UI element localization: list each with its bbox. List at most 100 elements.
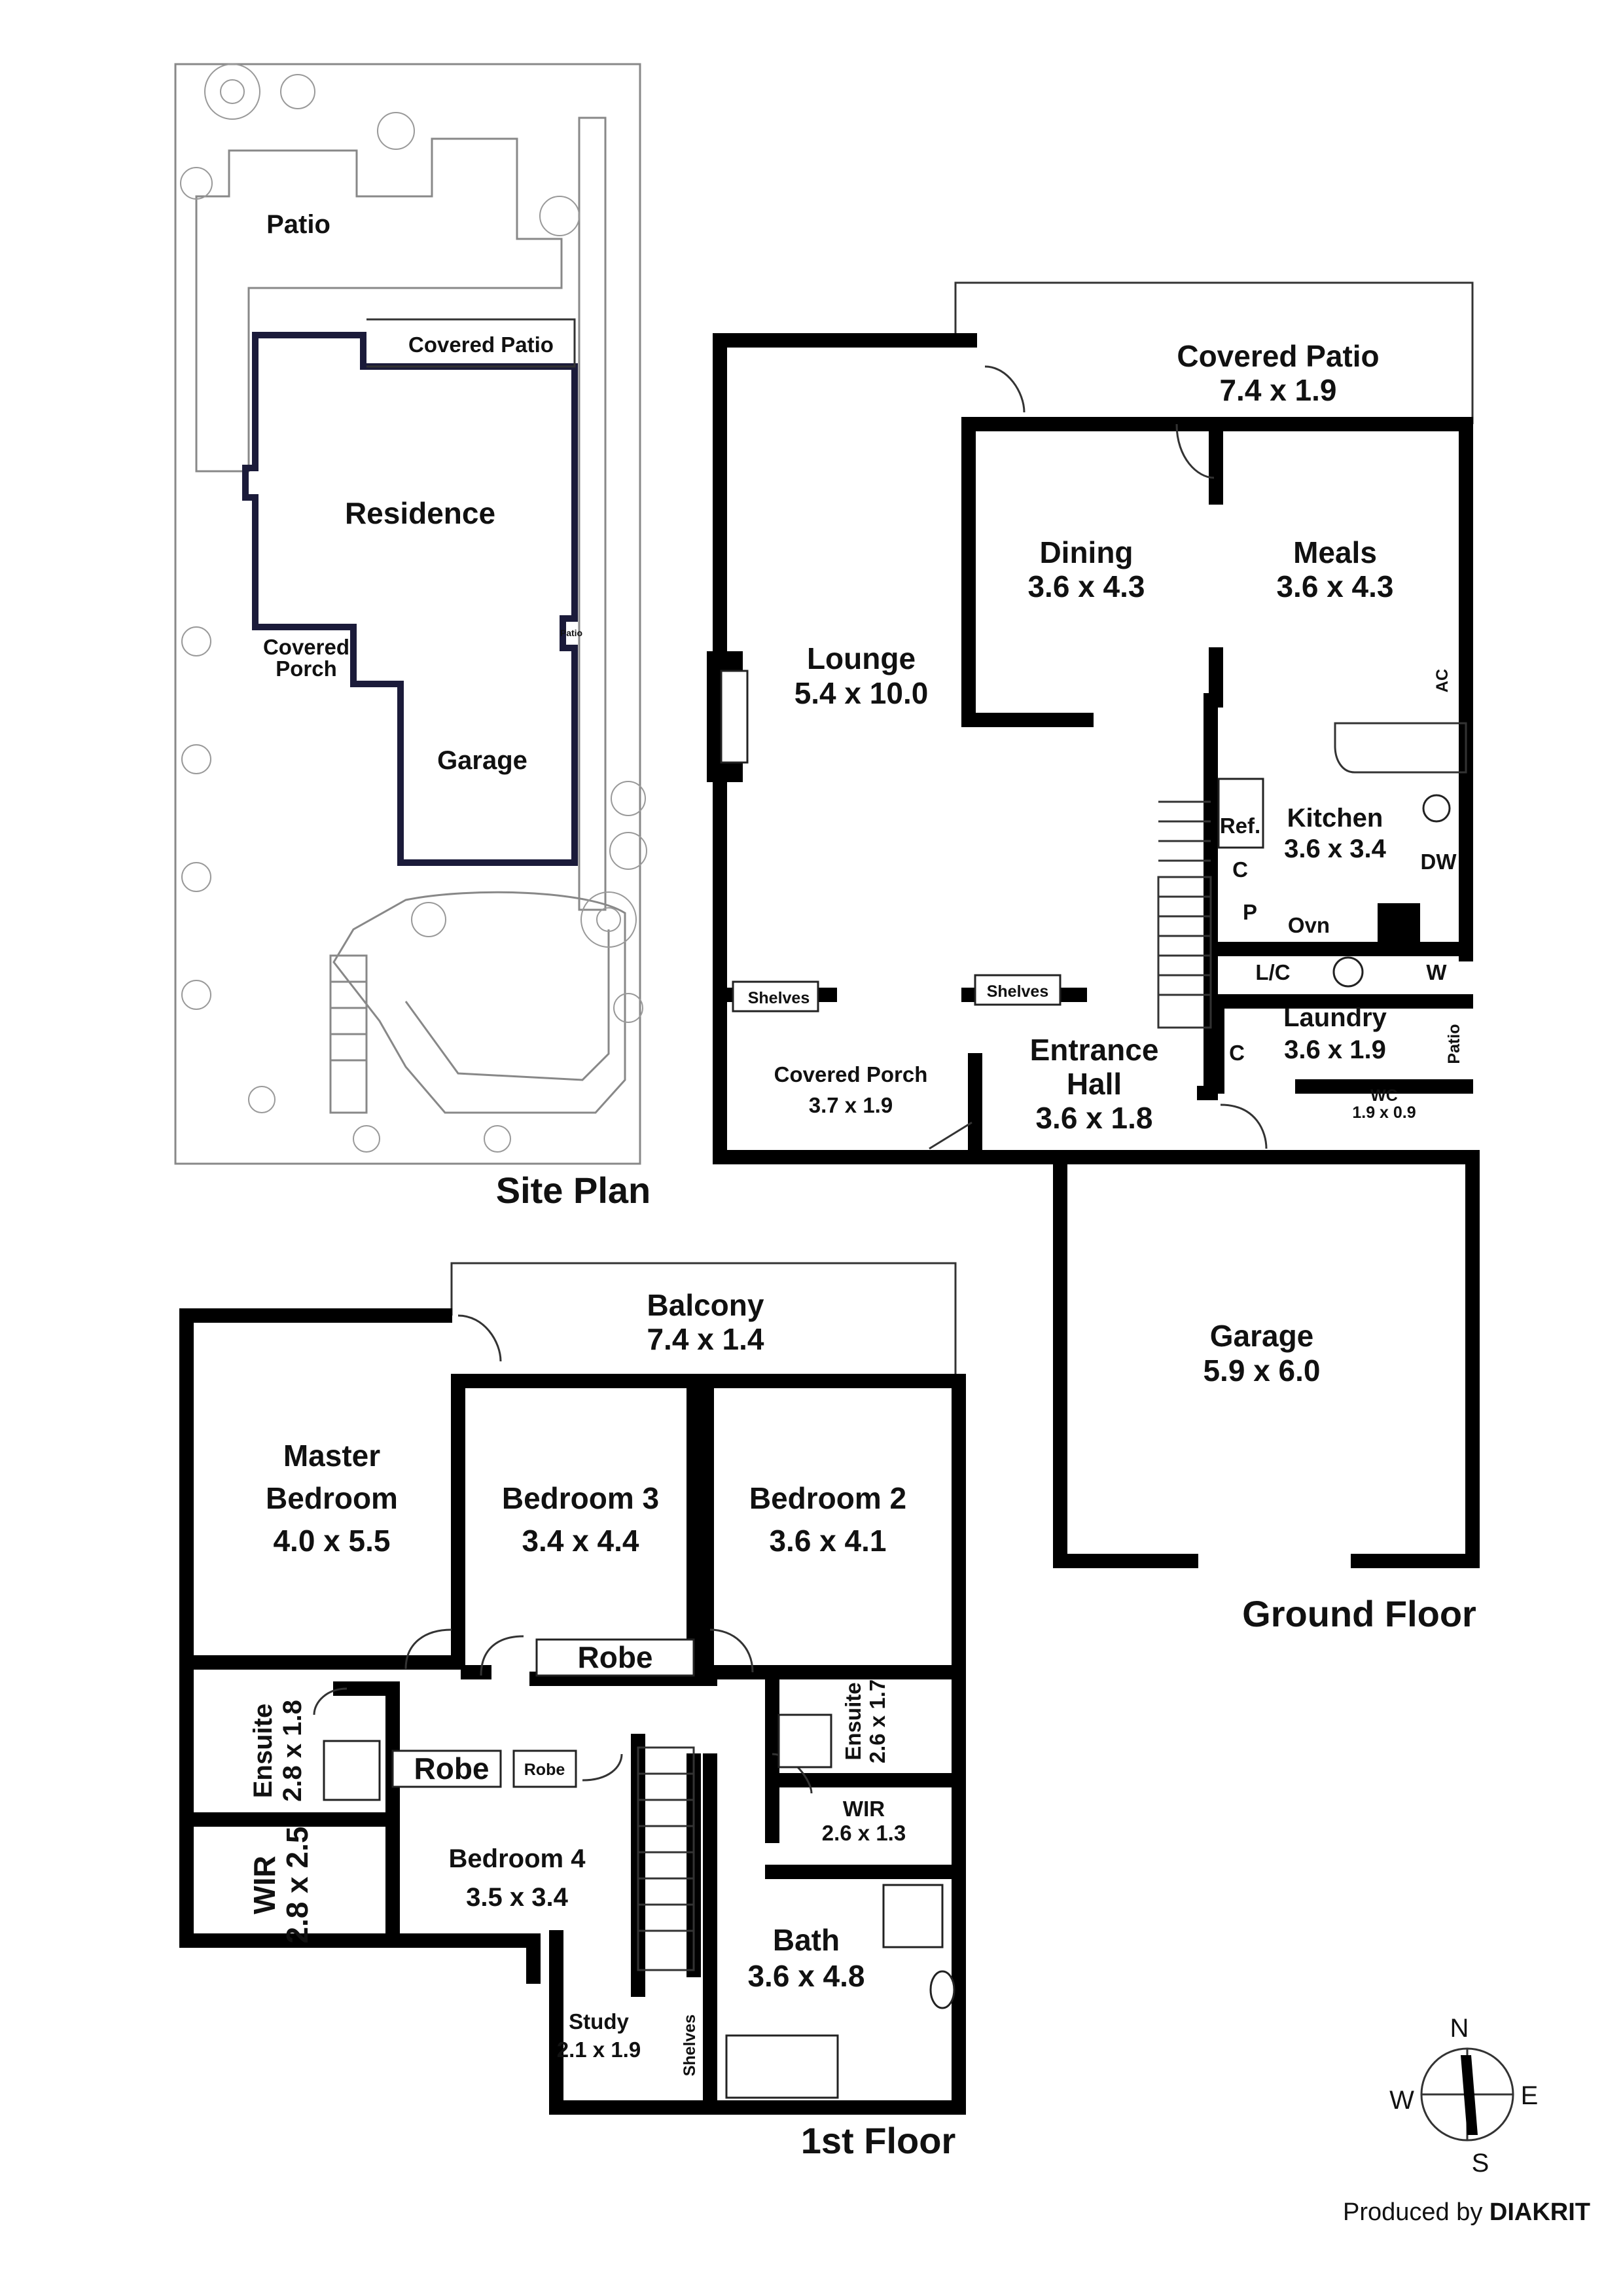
shower-icon <box>882 1884 944 1948</box>
ff-bedroom2-name: Bedroom 2 <box>749 1481 906 1515</box>
site-covered-patio-label: Covered Patio <box>408 332 554 357</box>
ff-stairs[interactable] <box>637 1746 695 1971</box>
toilet-icon <box>929 1970 955 2009</box>
gf-stairs[interactable] <box>1157 800 1212 1029</box>
gf-dining-size: 3.6 x 4.3 <box>1027 569 1145 603</box>
gf-entrance-name-2: Hall <box>1067 1067 1122 1101</box>
shelves-right-box <box>974 974 1061 1006</box>
site-boundary <box>174 63 641 1165</box>
gf-kitchen-size: 3.6 x 3.4 <box>1284 834 1386 863</box>
gf-covered-porch-name: Covered Porch <box>774 1062 928 1086</box>
site-plan-title: Site Plan <box>496 1170 651 1211</box>
ff-wir-b2-size: 2.6 x 1.3 <box>822 1821 906 1845</box>
ff-bath-size: 3.6 x 4.8 <box>747 1959 865 1993</box>
gf-lc-label: L/C <box>1255 960 1290 984</box>
ff-ensuite-b2-name: Ensuite <box>841 1682 865 1760</box>
gf-meals-size: 3.6 x 4.3 <box>1276 569 1393 603</box>
compass-s: S <box>1472 2149 1489 2178</box>
ff-balcony-outline <box>450 1262 957 1381</box>
ff-balcony-name: Balcony <box>647 1288 764 1322</box>
gf-c1-label: C <box>1232 857 1248 882</box>
gf-dw-label: DW <box>1421 850 1457 874</box>
first-floor-title: 1st Floor <box>801 2120 955 2161</box>
ff-bath-name: Bath <box>773 1923 840 1957</box>
site-covered-porch-label-1: Covered <box>263 635 349 659</box>
gf-covered-patio-name: Covered Patio <box>1177 339 1379 373</box>
gf-wc-name: WC <box>1370 1086 1398 1105</box>
robe-b4-box-b <box>512 1749 577 1788</box>
gf-garage-name: Garage <box>1210 1319 1314 1353</box>
ff-bedroom2-size: 3.6 x 4.1 <box>769 1524 886 1558</box>
ff-ensuite-b2-size: 2.6 x 1.7 <box>865 1679 889 1763</box>
site-landscape-inner <box>404 929 610 1081</box>
site-small-patio-label: Patio <box>560 628 582 638</box>
compass-w: W <box>1389 2086 1414 2115</box>
ff-ensuite-master-size: 2.8 x 1.8 <box>278 1700 307 1802</box>
sink-icon <box>1422 794 1451 823</box>
ff-wir-master-name: WIR <box>247 1856 281 1914</box>
gf-shelves-right: Shelves <box>987 982 1049 1001</box>
credit-brand: DIAKRIT <box>1489 2198 1590 2226</box>
gf-laundry-size: 3.6 x 1.9 <box>1284 1035 1386 1064</box>
gf-covered-patio-size: 7.4 x 1.9 <box>1219 373 1336 407</box>
ff-shelves-label: Shelves <box>681 2015 699 2077</box>
master-shower-icon <box>323 1740 381 1801</box>
ff-ensuite-master-name: Ensuite <box>249 1704 277 1798</box>
gf-shelves-left: Shelves <box>748 989 810 1007</box>
bathtub-icon <box>725 2034 839 2099</box>
ff-master-size: 4.0 x 5.5 <box>273 1524 390 1558</box>
gf-door-arcs[interactable] <box>929 365 1268 1150</box>
site-patio-outline <box>195 137 563 473</box>
ff-door-arcs[interactable] <box>313 1314 813 1794</box>
site-trees <box>180 63 647 1153</box>
ff-bedroom3-size: 3.4 x 4.4 <box>522 1524 639 1558</box>
site-residence-label: Residence <box>345 496 495 530</box>
gf-covered-patio-outline <box>954 281 1474 424</box>
compass-n: N <box>1450 2014 1469 2043</box>
robe-b3-box <box>535 1638 695 1677</box>
laundry-tub-icon <box>1332 956 1364 988</box>
fireplace-inset <box>720 670 749 764</box>
ff-balcony-size: 7.4 x 1.4 <box>647 1322 764 1356</box>
gf-lounge-name: Lounge <box>807 641 916 675</box>
cooktop-icon <box>1378 903 1420 942</box>
compass-needle <box>1461 2055 1478 2135</box>
gf-kitchen-name: Kitchen <box>1287 804 1383 833</box>
gf-lounge-size: 5.4 x 10.0 <box>794 676 929 710</box>
gf-laundry-name: Laundry <box>1283 1003 1387 1032</box>
gf-w-label: W <box>1426 960 1447 984</box>
gf-ref-label: Ref. <box>1220 814 1260 838</box>
credit-prefix: Produced by <box>1343 2198 1489 2226</box>
ground-floor-title: Ground Floor <box>1242 1593 1476 1634</box>
ensuite-shower-icon <box>777 1713 832 1768</box>
gf-wc-size: 1.9 x 0.9 <box>1352 1103 1416 1122</box>
ff-robe-b3-label: Robe <box>578 1640 653 1674</box>
fridge-box <box>1217 778 1264 849</box>
shelves-left-box <box>732 980 819 1013</box>
gf-entrance-name-1: Entrance <box>1030 1033 1159 1067</box>
site-steps <box>329 954 368 1114</box>
gf-garage-walls <box>1053 1150 1480 1568</box>
gf-patio-label: Patio <box>1445 1024 1463 1064</box>
first-floor: Balcony 7.4 x 1.4 Master Bedroom 4.0 x 5… <box>179 1262 966 2161</box>
site-garage-label: Garage <box>437 746 527 775</box>
ff-master-name-1: Master <box>283 1439 380 1473</box>
site-plan: Patio Covered Patio Residence Covered Po… <box>174 63 651 1211</box>
gf-garage-size: 5.9 x 6.0 <box>1203 1354 1320 1388</box>
credit-line: Produced by DIAKRIT <box>1343 2198 1590 2226</box>
robe-b4-box-a <box>391 1749 502 1788</box>
site-residence-outline[interactable] <box>242 332 578 866</box>
kitchen-island <box>1334 722 1467 774</box>
site-covered-patio-outline <box>366 318 576 368</box>
gf-c2-label: C <box>1229 1041 1245 1065</box>
ff-study-name: Study <box>569 2009 629 2034</box>
ff-bedroom4-size: 3.5 x 3.4 <box>466 1883 568 1912</box>
gf-entrance-size: 3.6 x 1.8 <box>1035 1101 1152 1135</box>
ff-bedroom4-name: Bedroom 4 <box>449 1844 586 1873</box>
gf-covered-porch-size: 3.7 x 1.9 <box>809 1093 893 1117</box>
ff-master-name-2: Bedroom <box>266 1481 398 1515</box>
ff-robe-b4-a-label: Robe <box>414 1751 490 1785</box>
ff-wir-master-size: 2.8 x 2.5 <box>280 1826 314 1943</box>
ff-study-size: 2.1 x 1.9 <box>557 2037 641 2062</box>
